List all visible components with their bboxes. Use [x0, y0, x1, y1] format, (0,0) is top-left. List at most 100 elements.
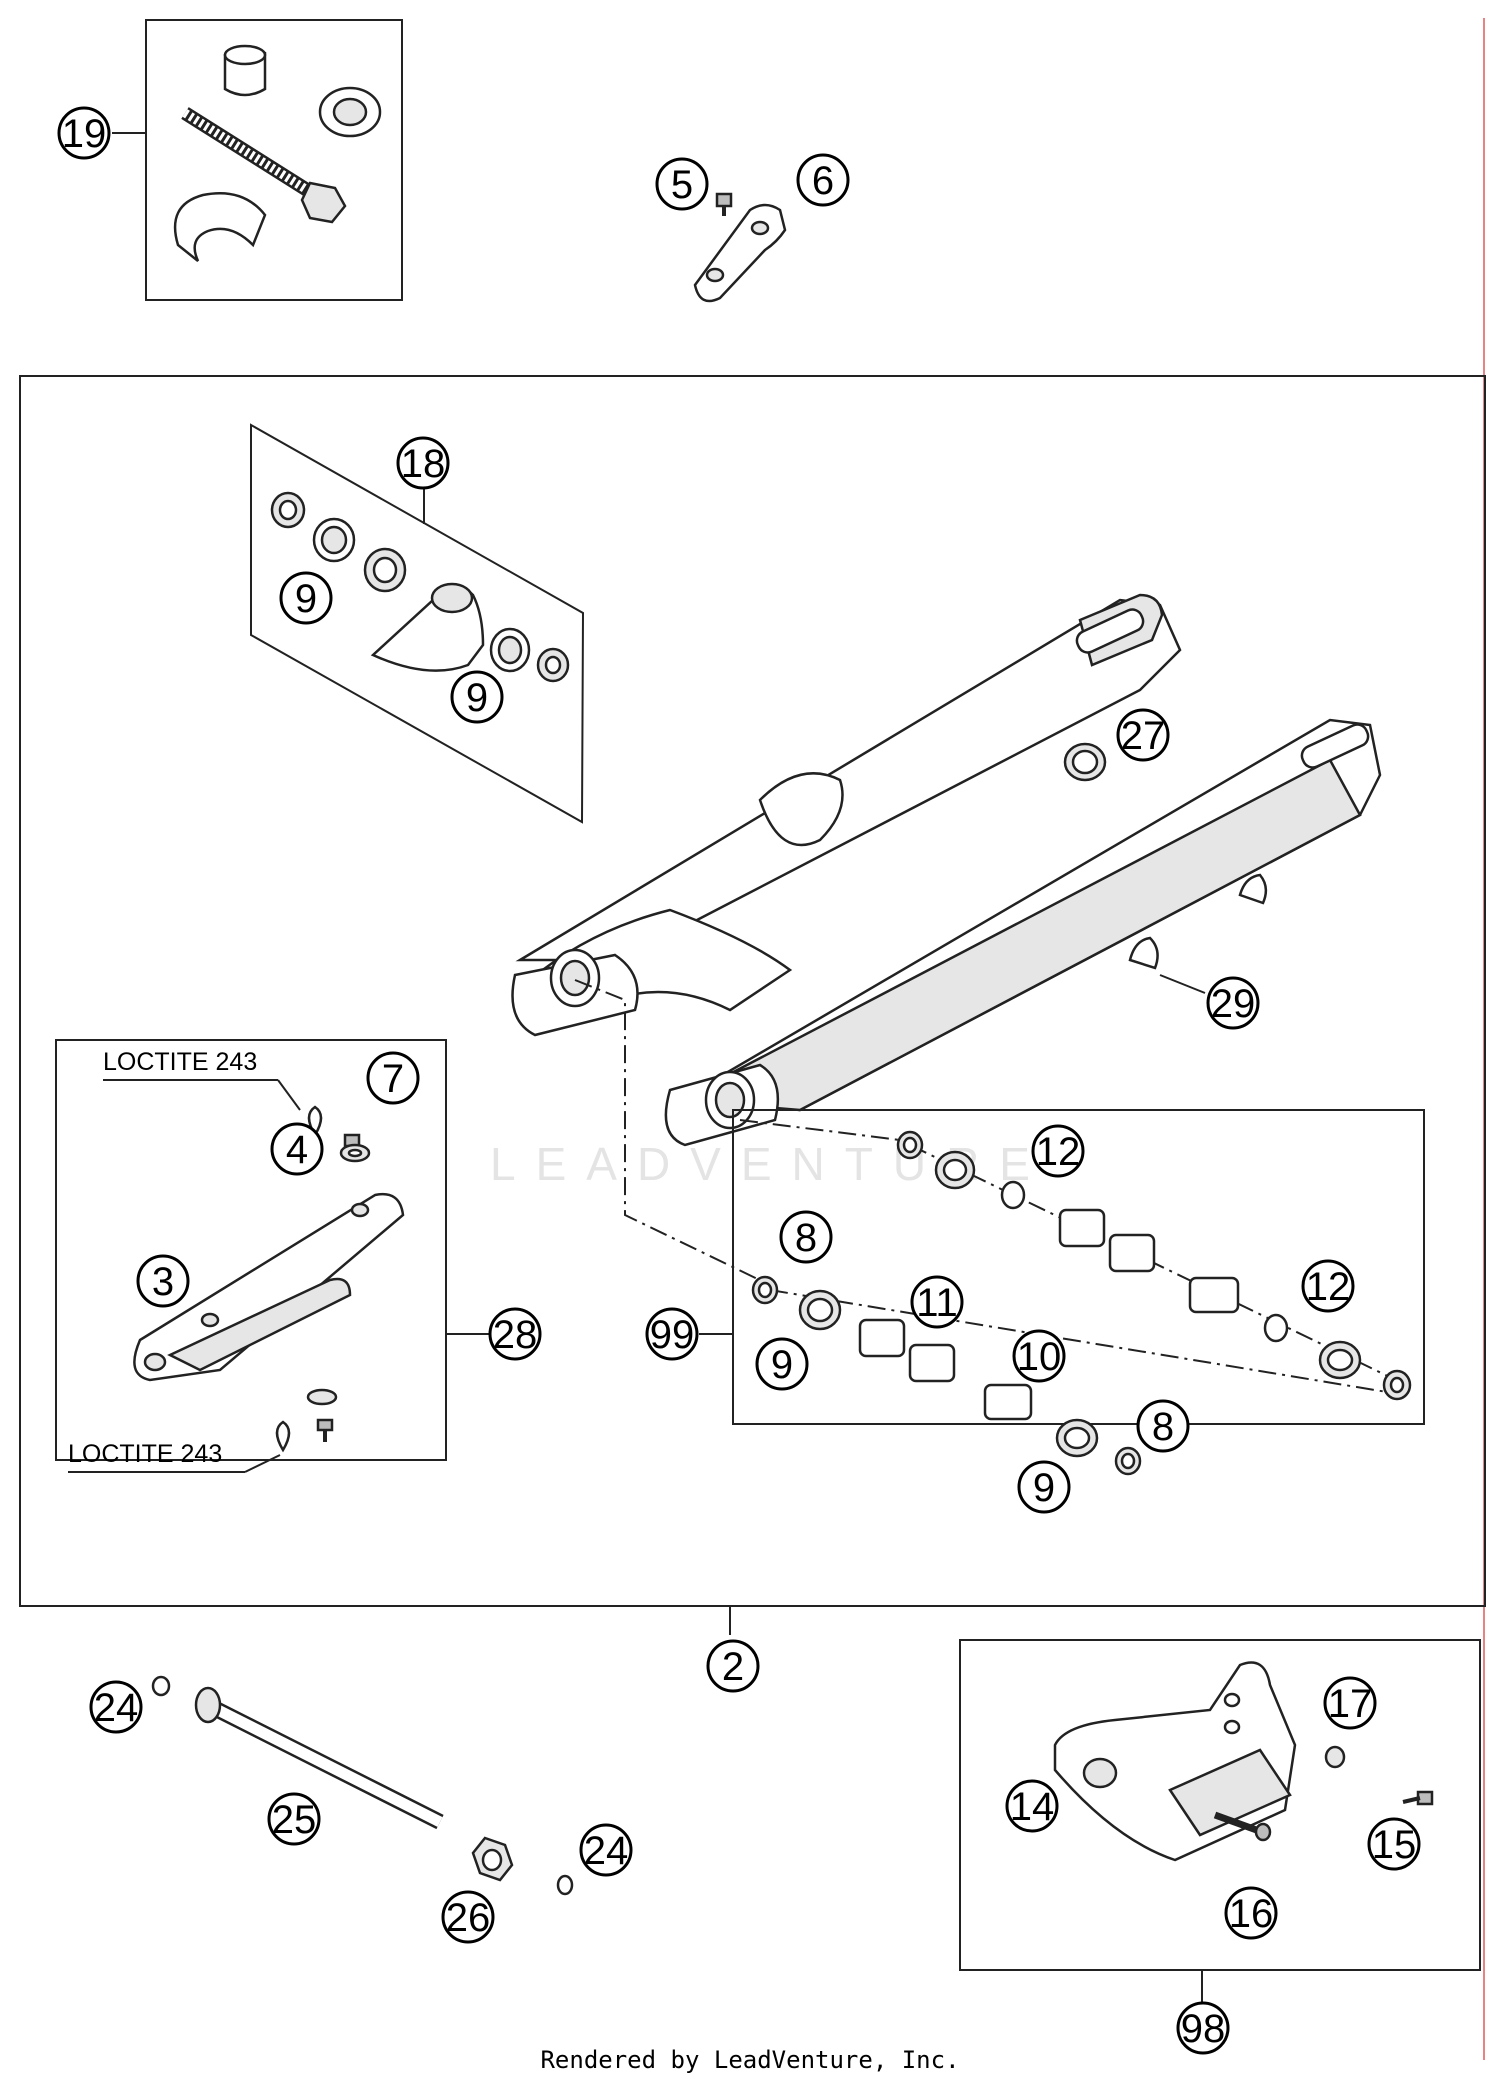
- callout-11: 11: [910, 1275, 964, 1329]
- callout-24-b: 24: [579, 1823, 633, 1877]
- part-24-cap-left: [151, 1675, 171, 1697]
- part-18-bushing-small: [270, 491, 306, 529]
- callout-9-b: 9: [450, 670, 504, 724]
- part-99-seal-d: [1055, 1418, 1099, 1458]
- part-99-bushing-a: [896, 1130, 924, 1160]
- part-4-washer: [339, 1143, 371, 1163]
- callout-9-c: 9: [755, 1337, 809, 1391]
- callout-9-d: 9: [1017, 1460, 1071, 1514]
- part-99-shim-a: [1000, 1180, 1026, 1210]
- part-26-nut: [471, 1836, 514, 1882]
- svg-text:9: 9: [466, 676, 488, 720]
- part-27-bushing: [1063, 742, 1107, 782]
- callout-14: 14: [1005, 1779, 1059, 1833]
- part-99-seal-c: [798, 1289, 842, 1331]
- callout-4: 4: [270, 1122, 324, 1176]
- svg-text:98: 98: [1181, 2007, 1226, 2051]
- callout-24-a: 24: [89, 1680, 143, 1734]
- callout-3: 3: [136, 1254, 190, 1308]
- part-99-shim-b: [1263, 1313, 1289, 1343]
- part-swingarm: [511, 593, 1382, 1147]
- part-15-screw: [1402, 1790, 1434, 1806]
- svg-text:19: 19: [62, 112, 107, 156]
- part-28-washer: [306, 1388, 338, 1406]
- svg-text:16: 16: [1229, 1892, 1274, 1936]
- swingarm-assembly-box: [19, 375, 1486, 1607]
- svg-text:29: 29: [1211, 982, 1256, 1026]
- svg-text:9: 9: [295, 577, 317, 621]
- svg-text:24: 24: [584, 1829, 629, 1873]
- part-99-bushing-c: [751, 1275, 779, 1305]
- part-19-half-shell: [173, 191, 267, 262]
- part-14-chain-guide: [1053, 1661, 1297, 1862]
- part-99-sleeve-a: [1188, 1276, 1240, 1314]
- svg-text:8: 8: [1152, 1405, 1174, 1449]
- svg-text:27: 27: [1121, 714, 1166, 758]
- part-99-bushing-b: [1382, 1369, 1412, 1401]
- callout-2: 2: [706, 1639, 760, 1693]
- callout-28: 28: [488, 1307, 542, 1361]
- svg-text:3: 3: [152, 1260, 174, 1304]
- svg-text:24: 24: [94, 1686, 139, 1730]
- callout-12-b: 12: [1301, 1259, 1355, 1313]
- svg-text:2: 2: [722, 1645, 744, 1689]
- loctite-label-bottom: LOCTITE 243: [68, 1440, 222, 1468]
- callout-29: 29: [1206, 976, 1260, 1030]
- svg-text:10: 10: [1017, 1335, 1062, 1379]
- pivot-axis-right: [739, 1119, 901, 1141]
- svg-text:4: 4: [286, 1128, 308, 1172]
- svg-text:6: 6: [812, 159, 834, 203]
- axis-lower-row: [769, 1289, 1406, 1396]
- kit-28-box: [55, 1039, 447, 1461]
- svg-text:11: 11: [916, 1281, 958, 1325]
- pivot-axis-left: [574, 979, 771, 1286]
- part-3-chain-slider: [133, 1192, 405, 1382]
- svg-text:17: 17: [1328, 1682, 1373, 1726]
- callout-8-a: 8: [779, 1210, 833, 1264]
- part-19-sleeve: [223, 44, 267, 97]
- callout-6: 6: [796, 153, 850, 207]
- part-99-needle-b: [1108, 1233, 1156, 1273]
- callout-25: 25: [267, 1792, 321, 1846]
- svg-text:15: 15: [1372, 1823, 1417, 1867]
- callout-18: 18: [396, 436, 450, 490]
- callout-19: 19: [57, 106, 111, 160]
- svg-text:18: 18: [401, 442, 446, 486]
- part-18-bushing-right: [536, 647, 570, 683]
- part-17-nut: [1324, 1745, 1346, 1769]
- part-28-screw: [316, 1418, 334, 1442]
- callout-5: 5: [655, 157, 709, 211]
- svg-text:5: 5: [671, 163, 693, 207]
- part-99-needle-a: [1058, 1208, 1106, 1248]
- kit-18-box: [250, 423, 585, 824]
- part-18-bearing: [363, 547, 407, 593]
- callout-99: 99: [645, 1307, 699, 1361]
- part-99-needle-d: [908, 1343, 956, 1383]
- callout-27: 27: [1116, 708, 1170, 762]
- footer-credit: Rendered by LeadVenture, Inc.: [540, 2046, 959, 2074]
- callout-16: 16: [1224, 1886, 1278, 1940]
- callout-17: 17: [1323, 1676, 1377, 1730]
- part-19-bolt: [181, 107, 347, 224]
- kit-98-box: [959, 1639, 1481, 1971]
- loctite-label-top: LOCTITE 243: [103, 1048, 257, 1076]
- part-16-bolt: [1213, 1811, 1272, 1842]
- svg-text:28: 28: [493, 1313, 538, 1357]
- part-99-bushing-d: [1114, 1446, 1142, 1476]
- part-5-screw: [715, 192, 733, 216]
- part-18-seal: [312, 517, 356, 563]
- callout-7: 7: [366, 1051, 420, 1105]
- callout-98: 98: [1176, 2001, 1230, 2055]
- callout-9-a: 9: [279, 571, 333, 625]
- part-loctite-drop-bottom: [275, 1420, 291, 1453]
- svg-text:14: 14: [1010, 1785, 1055, 1829]
- svg-text:9: 9: [1033, 1466, 1055, 1510]
- callout-8-b: 8: [1136, 1399, 1190, 1453]
- callout-15: 15: [1367, 1817, 1421, 1871]
- part-6-guide-clip: [693, 203, 787, 303]
- svg-text:12: 12: [1036, 1130, 1081, 1174]
- callout-12-a: 12: [1031, 1124, 1085, 1178]
- callout-26: 26: [441, 1890, 495, 1944]
- part-18-rocker: [370, 582, 485, 672]
